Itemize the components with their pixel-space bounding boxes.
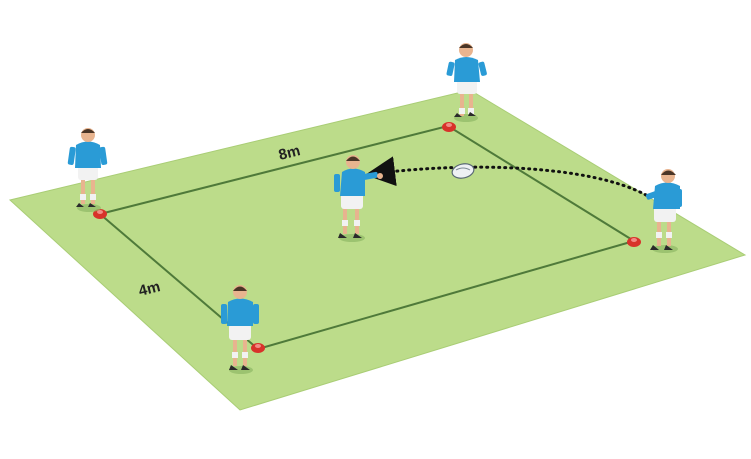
cone-right — [627, 237, 641, 247]
width-label: 4m — [137, 278, 162, 300]
cone-top — [442, 122, 456, 132]
right-corner-player — [645, 169, 682, 253]
cone-bottom — [251, 343, 265, 353]
pass-arrow — [365, 156, 648, 197]
length-label: 8m — [277, 142, 302, 164]
top-corner-player — [446, 43, 487, 122]
rugby-ball-icon — [451, 163, 475, 179]
bottom-corner-player — [221, 285, 259, 374]
left-corner-player — [67, 128, 108, 212]
pitch-surface — [8, 89, 747, 411]
cone-left — [93, 209, 107, 219]
center-player — [334, 155, 383, 242]
